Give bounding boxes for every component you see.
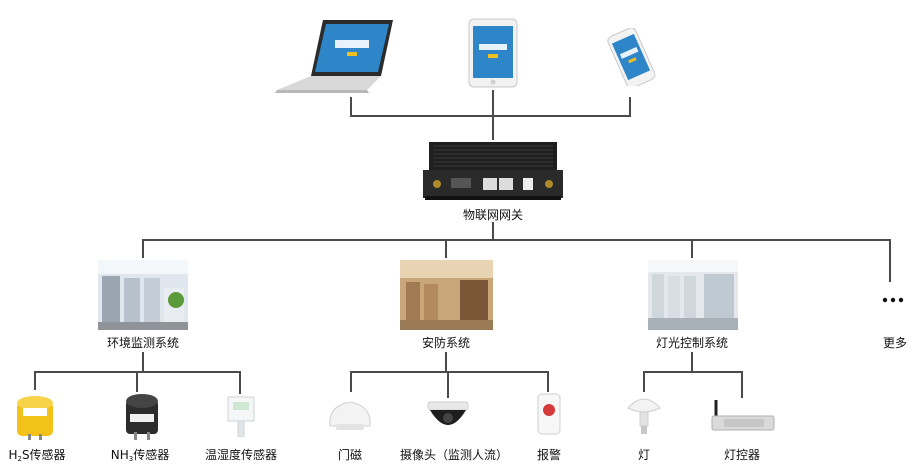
alarm-label: 报警: [536, 448, 562, 462]
door-sensor-label: 门磁: [337, 448, 363, 462]
nh3-sensor-image: [122, 390, 162, 440]
gateway-image: [423, 140, 563, 202]
alarm-button-image: [536, 392, 562, 436]
ellipsis-icon: [882, 290, 904, 303]
env-system-image: [98, 260, 188, 330]
laptop-image: [275, 18, 395, 93]
h2s-sensor-image: [14, 392, 56, 440]
light-controller-image: [708, 398, 778, 434]
gateway-label: 物联网网关: [462, 208, 524, 222]
door-sensor-image: [324, 396, 376, 432]
more-label: 更多: [882, 336, 908, 350]
camera-image: [424, 398, 472, 436]
security-system-image: [400, 260, 493, 330]
phone-image: [596, 27, 666, 89]
h2s-sensor-label: H2S传感器: [8, 448, 66, 463]
camera-label: 摄像头（监测人流）: [399, 448, 509, 462]
temp-humidity-sensor-label: 温湿度传感器: [204, 448, 278, 462]
nh3-sensor-label: NH3传感器: [110, 448, 170, 463]
lighting-system-label: 灯光控制系统: [655, 336, 729, 350]
lighting-system-image: [648, 260, 738, 330]
light-controller-label: 灯控器: [723, 448, 761, 462]
lamp-label: 灯: [637, 448, 651, 462]
temp-humidity-sensor-image: [224, 393, 258, 438]
lamp-image: [624, 394, 664, 438]
tablet-image: [468, 18, 518, 88]
env-system-label: 环境监测系统: [106, 336, 180, 350]
security-system-label: 安防系统: [421, 336, 471, 350]
